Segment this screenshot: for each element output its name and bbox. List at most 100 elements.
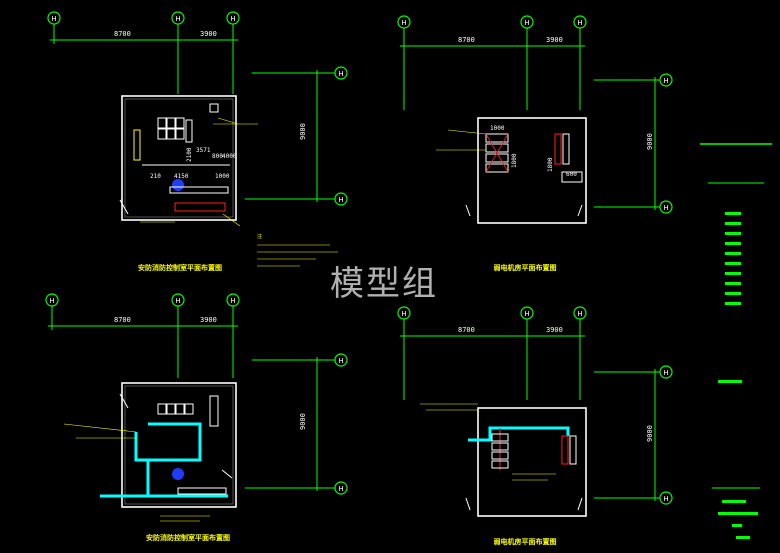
room-wall: [121, 382, 237, 508]
panel-top-right: H H H 8700 3900 H H 9000: [397, 15, 673, 272]
dimension-depth: 9000: [646, 425, 654, 442]
notes-block: 注: [257, 233, 338, 267]
axis-tag: H: [175, 297, 180, 305]
equipment-cabinets: [157, 103, 219, 143]
axis-tag: H: [663, 77, 668, 85]
server-racks: [491, 433, 509, 469]
legend-mark: [725, 262, 741, 265]
watermark: 模型组: [330, 264, 438, 304]
legend-mark: [725, 292, 741, 295]
axis-tag: H: [663, 204, 668, 212]
legend-mark: [725, 222, 741, 225]
dimension-span-left: 8700: [458, 36, 475, 44]
axis-bubble: H: [659, 365, 673, 379]
side-racks: [554, 133, 583, 183]
axis-tag: H: [338, 485, 343, 493]
dimension-depth: 9000: [299, 123, 307, 140]
door-swing: [465, 497, 471, 511]
legend-mark: [718, 380, 742, 383]
blue-fixture: [172, 179, 184, 191]
console-desk: [133, 129, 141, 161]
room-wall-inner: [124, 385, 234, 505]
axis-tag: H: [230, 15, 235, 23]
dimension-span-right: 3900: [200, 316, 217, 324]
dimension-span-right: 3900: [546, 36, 563, 44]
room-wall: [477, 407, 587, 517]
inner-dimension: 1000: [490, 125, 505, 132]
equipment-cabinets: [157, 395, 219, 427]
axis-tag: H: [524, 19, 529, 27]
dimension-span-right: 3900: [546, 326, 563, 334]
axis-bubble: H: [659, 491, 673, 505]
door-swing: [577, 497, 583, 511]
dimension-span-left: 8700: [114, 316, 131, 324]
cable-tray: [468, 426, 570, 442]
equipment-row: [169, 186, 229, 194]
legend-mark: [722, 500, 746, 503]
inner-dimension: 2100: [186, 147, 193, 162]
panel-title: 弱电机房平面布置图: [494, 263, 557, 272]
leader-line: [63, 423, 137, 433]
inner-dimension: 1000: [215, 173, 230, 180]
legend-mark: [725, 212, 741, 215]
axis-bubble: H: [334, 353, 348, 367]
axis-tag: H: [401, 310, 406, 318]
inner-dimension: 1800: [511, 153, 518, 168]
door-swing: [119, 199, 129, 215]
blue-fixture: [172, 468, 184, 480]
equipment-row: [177, 487, 227, 495]
legend-mark: [725, 282, 741, 285]
dimension-span-right: 3900: [200, 30, 217, 38]
axis-bubble: H: [334, 192, 348, 206]
dimension-span-left: 8700: [458, 326, 475, 334]
legend-mark: [725, 232, 741, 235]
panel-bottom-left: H H H 8700 3900 H H 9000: [45, 293, 348, 542]
dimension-depth: 9000: [299, 413, 307, 430]
axis-tag: H: [338, 196, 343, 204]
axis-bubble: H: [659, 73, 673, 87]
axis-tag: H: [663, 369, 668, 377]
axis-bubble: H: [334, 481, 348, 495]
legend-mark: [732, 524, 742, 527]
axis-tag: H: [230, 297, 235, 305]
axis-tag: H: [338, 357, 343, 365]
leader-line: [217, 117, 239, 125]
legend-mark: [718, 512, 758, 515]
dimension-depth: 9000: [646, 133, 654, 150]
door-swing: [221, 469, 233, 479]
legend-mark: [725, 252, 741, 255]
panel-title: 安防消防控制室平面布置图: [138, 263, 222, 272]
axis-tag: H: [524, 310, 529, 318]
inner-dimension: 4000: [222, 153, 237, 160]
legend-mark: [725, 272, 741, 275]
side-racks: [561, 435, 577, 465]
axis-tag: H: [175, 15, 180, 23]
door-swing: [119, 393, 129, 409]
axis-tag: H: [401, 19, 406, 27]
server-racks: [485, 133, 509, 173]
red-equipment-row: [174, 202, 226, 212]
leader-line: [222, 213, 241, 227]
dimension-span-left: 8700: [114, 30, 131, 38]
inner-dimension: 3571: [196, 147, 211, 154]
legend-mark: [725, 302, 741, 305]
panel-title: 弱电机房平面布置图: [494, 537, 557, 546]
legend-mark: [736, 536, 750, 539]
axis-tag: H: [338, 70, 343, 78]
inner-dimension: 210: [150, 173, 161, 180]
panel-top-left: H H H 8700 3900 H H 9000: [47, 11, 348, 272]
axis-tag: H: [49, 297, 54, 305]
inner-dimension: 4150: [174, 173, 189, 180]
panel-title: 安防消防控制室平面布置图: [146, 533, 230, 542]
door-swing: [577, 204, 583, 217]
door-swing: [465, 204, 471, 217]
axis-tag: H: [577, 19, 582, 27]
axis-bubble: H: [659, 200, 673, 214]
room-wall: [477, 117, 587, 224]
room-wall: [121, 95, 237, 221]
axis-tag: H: [51, 15, 56, 23]
notes-label: 注: [257, 233, 262, 240]
legend-mark: [725, 242, 741, 245]
